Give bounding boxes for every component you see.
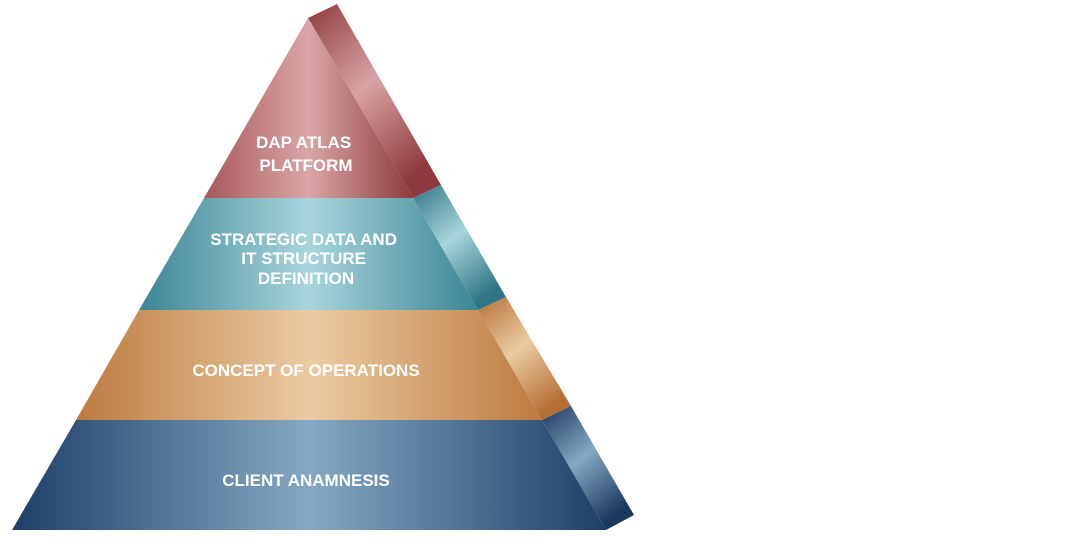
level-front-face — [76, 310, 542, 420]
level-dap-atlas-platform: DAP ATLAS PLATFORM — [204, 4, 441, 198]
level-client-anamnesis: CLIENT ANAMNESIS — [12, 406, 634, 530]
level-label: CLIENT ANAMNESIS — [222, 471, 390, 490]
level-side-face — [542, 406, 634, 530]
level-front-face — [12, 420, 606, 530]
level-front-face — [204, 18, 413, 198]
level-label: DAP ATLAS PLATFORM — [256, 133, 356, 175]
level-strategic-data: STRATEGIC DATA AND IT STRUCTURE DEFINITI… — [139, 185, 506, 310]
level-side-face — [308, 4, 441, 198]
level-front-face — [139, 198, 478, 310]
level-concept-of-operations: CONCEPT OF OPERATIONS — [76, 297, 571, 420]
level-label: CONCEPT OF OPERATIONS — [192, 361, 419, 380]
level-side-face — [478, 297, 571, 420]
level-label: STRATEGIC DATA AND IT STRUCTURE DEFINITI… — [210, 230, 401, 288]
level-side-face — [413, 185, 506, 310]
